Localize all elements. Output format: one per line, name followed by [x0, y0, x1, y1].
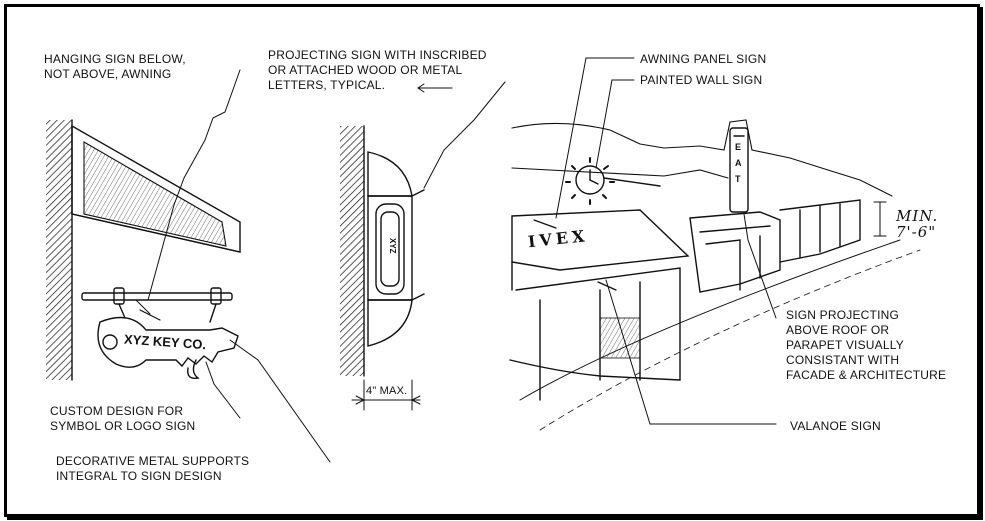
key-sign-shape	[97, 316, 239, 368]
key-hole	[102, 334, 118, 350]
support-rod	[81, 292, 233, 301]
projecting-sign-drawing	[340, 81, 506, 411]
label-painted-wall: PAINTED WALL SIGN	[640, 73, 763, 87]
middle-wall-hatch	[340, 126, 364, 376]
blade-sign-panel	[375, 203, 405, 295]
dimension-min-height: MIN. 7'-6"	[896, 207, 939, 241]
label-decorative-supports: DECORATIVE METAL SUPPORTS INTEGRAL TO SI…	[56, 454, 250, 483]
label-custom-design: CUSTOM DESIGN FOR SYMBOL OR LOGO SIGN	[50, 404, 196, 433]
drawing-frame	[4, 4, 980, 517]
left-wall-hatch	[46, 120, 72, 380]
label-sign-projecting: SIGN PROJECTING ABOVE ROOF OR PARAPET VI…	[786, 308, 947, 382]
label-hanging-sign: HANGING SIGN BELOW, NOT ABOVE, AWNING	[44, 52, 186, 81]
key-sign-text: XYZ KEY CO.	[124, 332, 207, 353]
clock-icon	[575, 165, 605, 195]
blade-sign-text: XYZ	[388, 238, 397, 254]
label-awning-panel: AWNING PANEL SIGN	[640, 52, 767, 66]
eat-vertical-sign	[729, 127, 749, 213]
hanging-sign-drawing	[46, 69, 331, 463]
awning-letters-text: IVEX	[527, 226, 589, 251]
eat-letter: T	[735, 174, 741, 184]
eat-letter: A	[735, 158, 742, 168]
ivex-awning	[511, 209, 690, 271]
dimension-4-max: 4" MAX.	[366, 385, 408, 397]
streetscape-drawing	[509, 57, 921, 431]
label-projecting-sign: PROJECTING SIGN WITH INSCRIBED OR ATTACH…	[268, 48, 487, 92]
label-valance: VALANOE SIGN	[790, 419, 881, 433]
eat-letter: E	[735, 142, 741, 152]
